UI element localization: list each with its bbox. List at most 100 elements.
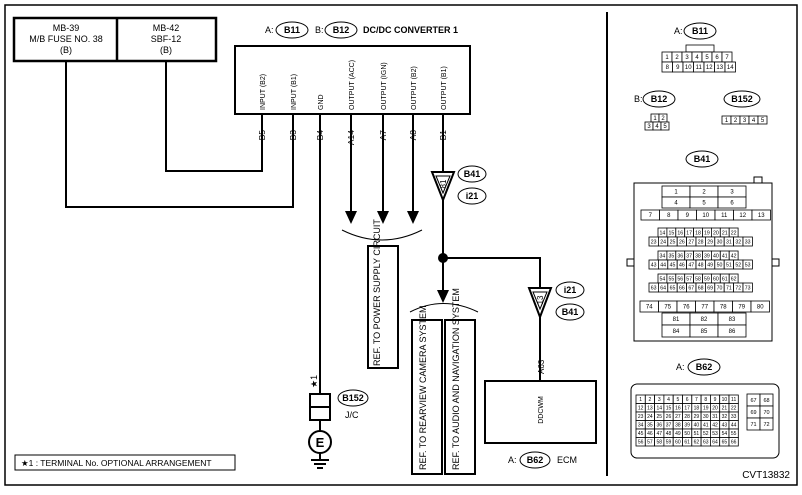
pin-number: 18 [694, 406, 700, 412]
pin-number: 58 [656, 440, 662, 446]
pin-number: 65 [670, 285, 676, 291]
pin-number: 3 [743, 118, 747, 124]
pin-cell [724, 61, 736, 73]
joint-2-conn-top: i21 [564, 285, 577, 295]
pin-number: 40 [713, 253, 719, 259]
pin-number: 60 [713, 276, 719, 282]
pin-number: 46 [647, 431, 653, 437]
fuse-box-2-line1: MB-42 [153, 23, 180, 33]
terminal-name: OUTPUT (IGN) [381, 62, 388, 110]
pin-number: 29 [707, 239, 713, 245]
pin-number: 10 [722, 397, 728, 403]
joint-2-pin: 13 [536, 295, 545, 304]
pin-number: 39 [704, 253, 710, 259]
pin-number: 35 [668, 253, 674, 259]
converter-conn-b-oval [324, 21, 358, 39]
pin-number: 25 [656, 414, 662, 420]
pin-number: 16 [675, 406, 681, 412]
ref-audio-text: REF. TO AUDIO AND NAVIGATION SYSTEM [451, 288, 461, 470]
pin-number: 14 [656, 406, 662, 412]
pin-number: 1 [665, 55, 669, 61]
pin-number: 43 [722, 423, 728, 429]
pin-number: 14 [660, 230, 666, 236]
ref-rearview-camera: REF. TO REARVIEW CAMERA SYSTEM [411, 305, 443, 475]
pin-number: 57 [686, 276, 692, 282]
pin-number: 63 [651, 285, 657, 291]
pin-number: 27 [675, 414, 681, 420]
pin-number: 30 [717, 239, 723, 245]
panel-b152-name: B152 [731, 94, 753, 104]
ecm-box: A63 DDCWM A: B62 ECM [484, 359, 597, 469]
pin-number: 15 [668, 230, 674, 236]
pin-number: 27 [688, 239, 694, 245]
joint-connector-2: 13 i21 B41 [527, 281, 585, 321]
fuse-box-1-line2: M/B FUSE NO. 38 [29, 34, 103, 44]
pin-number: 12 [638, 406, 644, 412]
pin-number: 83 [729, 317, 736, 323]
pin-cell [742, 282, 753, 293]
pin-number: 70 [763, 410, 769, 416]
pin-number: 23 [651, 239, 657, 245]
joint-1-conn-top: B41 [464, 169, 481, 179]
pin-number: 44 [660, 262, 666, 268]
panel-b62-name: B62 [696, 362, 713, 372]
pin-number: 33 [731, 414, 737, 420]
fuse-box-2-line2: SBF-12 [151, 34, 182, 44]
pin-cell [717, 196, 747, 209]
pin-number: 78 [720, 305, 727, 311]
pin-number: 42 [731, 253, 737, 259]
pin-number: 35 [647, 423, 653, 429]
pin-number: 44 [731, 423, 737, 429]
pin-number: 40 [694, 423, 700, 429]
pin-number: 37 [686, 253, 692, 259]
pin-cell [759, 417, 774, 431]
pin-number: 38 [695, 253, 701, 259]
pin-number: 25 [670, 239, 676, 245]
pin-number: 54 [660, 276, 666, 282]
pin-number: 22 [731, 230, 737, 236]
converter-conn-a: B11 [284, 25, 300, 35]
diagram-code: CVT13832 [742, 470, 790, 481]
pin-number: 6 [715, 55, 719, 61]
pin-number: 69 [707, 285, 713, 291]
terminal-name: OUTPUT (B1) [441, 66, 448, 110]
ref-audio-navigation: REF. TO AUDIO AND NAVIGATION SYSTEM [444, 288, 476, 475]
pin-number: 81 [673, 317, 680, 323]
pin-number: 65 [722, 440, 728, 446]
ref-power-supply: REF. TO POWER SUPPLY CIRCUIT [367, 219, 399, 369]
panel-b11-label: A: [674, 26, 683, 36]
pin-number: 53 [712, 431, 718, 437]
pin-number: 72 [763, 422, 769, 428]
pin-cell [757, 115, 768, 125]
pin-number: 38 [675, 423, 681, 429]
pin-number: 20 [713, 230, 719, 236]
pin-number: 2 [702, 190, 706, 196]
pin-number: 34 [660, 253, 666, 259]
pin-number: 71 [750, 422, 756, 428]
pin-number: 29 [694, 414, 700, 420]
pin-number: 21 [722, 230, 728, 236]
pin-number: 69 [750, 410, 756, 416]
pin-number: 85 [701, 329, 708, 335]
pin-number: 77 [701, 305, 708, 311]
panel-b11-name: B11 [692, 26, 708, 36]
pin-number: 23 [638, 414, 644, 420]
pin-number: 28 [698, 239, 704, 245]
pin-number: 9 [714, 397, 717, 403]
terminal-name: INPUT (B2) [260, 74, 267, 110]
pin-number: 12 [739, 213, 746, 219]
pin-number: 26 [679, 239, 685, 245]
terminal-name: OUTPUT (ACC) [349, 60, 356, 110]
pin-number: 31 [712, 414, 718, 420]
pin-number: 20 [712, 406, 718, 412]
pin-number: 5 [705, 55, 709, 61]
power-supply-arc [341, 229, 423, 241]
pin-number: 4 [752, 118, 756, 124]
joint-1-conn-bottom: i21 [466, 191, 479, 201]
pin-number: 1 [639, 397, 642, 403]
pin-number: 2 [675, 55, 679, 61]
pin-number: 4 [695, 55, 699, 61]
